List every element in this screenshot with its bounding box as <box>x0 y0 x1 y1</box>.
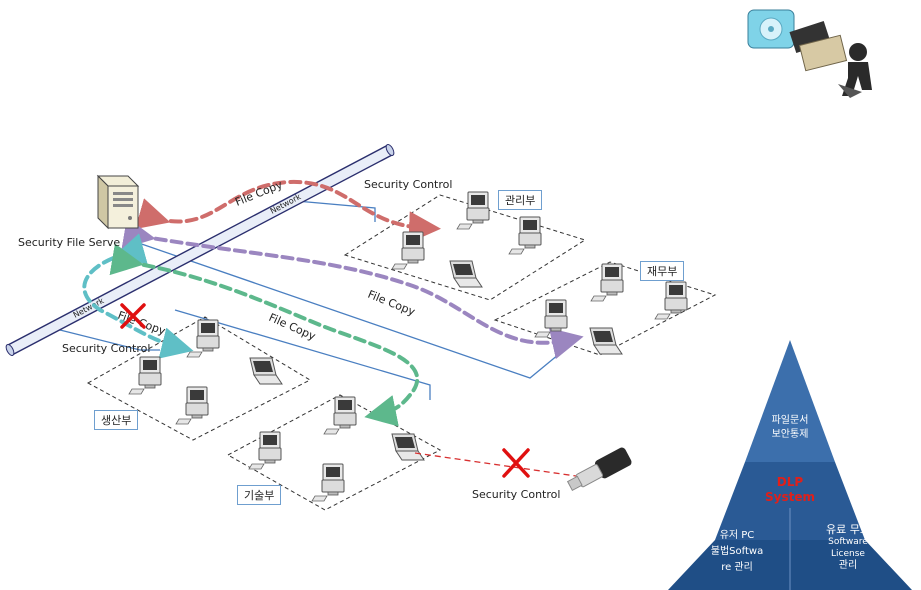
dept-label-saengsan: 생산부 <box>94 410 139 430</box>
pyramid-right-line-2: Software <box>828 537 868 547</box>
flow-green <box>109 243 420 427</box>
dlp-pyramid <box>668 340 912 590</box>
pyramid-dlp-line-1: DLP <box>776 475 804 489</box>
pyramid-right-text: 유료 무료 Software License 관리 <box>808 524 888 572</box>
file-copy-labels: File Copy File Copy File Copy File Copy <box>116 178 417 343</box>
blocked-mark-saengsan <box>120 303 146 329</box>
pyramid-middle-tier <box>715 462 865 540</box>
pyramid-right-line-4: 관리 <box>838 560 858 571</box>
file-copy-label-4: File Copy <box>267 311 318 343</box>
pyramid-right-line-1: 유료 무료 <box>826 523 870 536</box>
file-copy-flows <box>82 179 584 427</box>
pyramid-top-line-1: 파일문서 <box>771 415 809 426</box>
dept-label-jaemu: 재무부 <box>640 261 685 281</box>
security-figure-icon <box>747 9 872 98</box>
pyramid-top-line-2: 보안통제 <box>771 429 809 440</box>
pyramid-left-line-2: 불법Softwa <box>710 546 764 557</box>
server-label: Security File Serve <box>18 236 121 249</box>
pyramid-left-line-1: 유저 PC <box>719 530 755 541</box>
pyramid-top-tier <box>745 340 835 462</box>
blocked-mark-usb <box>502 448 530 478</box>
security-control-label-top: Security Control <box>364 178 453 191</box>
dept-label-gisul: 기술부 <box>237 485 282 505</box>
usb-stick-icon <box>566 447 632 492</box>
server-icon <box>96 174 140 230</box>
flow-red <box>135 179 441 244</box>
file-copy-label-2: File Copy <box>366 288 418 319</box>
pyramid-right-line-3: License <box>831 549 865 559</box>
security-control-label-usb: Security Control <box>472 488 561 501</box>
pyramid-left-text: 유저 PC 불법Softwa re 관리 <box>702 528 772 576</box>
pyramid-mid-text: DLP System <box>750 475 830 505</box>
pyramid-left-line-3: re 관리 <box>721 562 753 573</box>
security-control-label-left: Security Control <box>62 342 151 355</box>
pyramid-top-text: 파일문서 보안통제 <box>750 414 830 442</box>
pyramid-dlp-line-2: System <box>765 490 815 504</box>
usb-link <box>414 452 591 479</box>
dept-label-gwanri: 관리부 <box>498 190 543 210</box>
network-links <box>59 199 571 400</box>
